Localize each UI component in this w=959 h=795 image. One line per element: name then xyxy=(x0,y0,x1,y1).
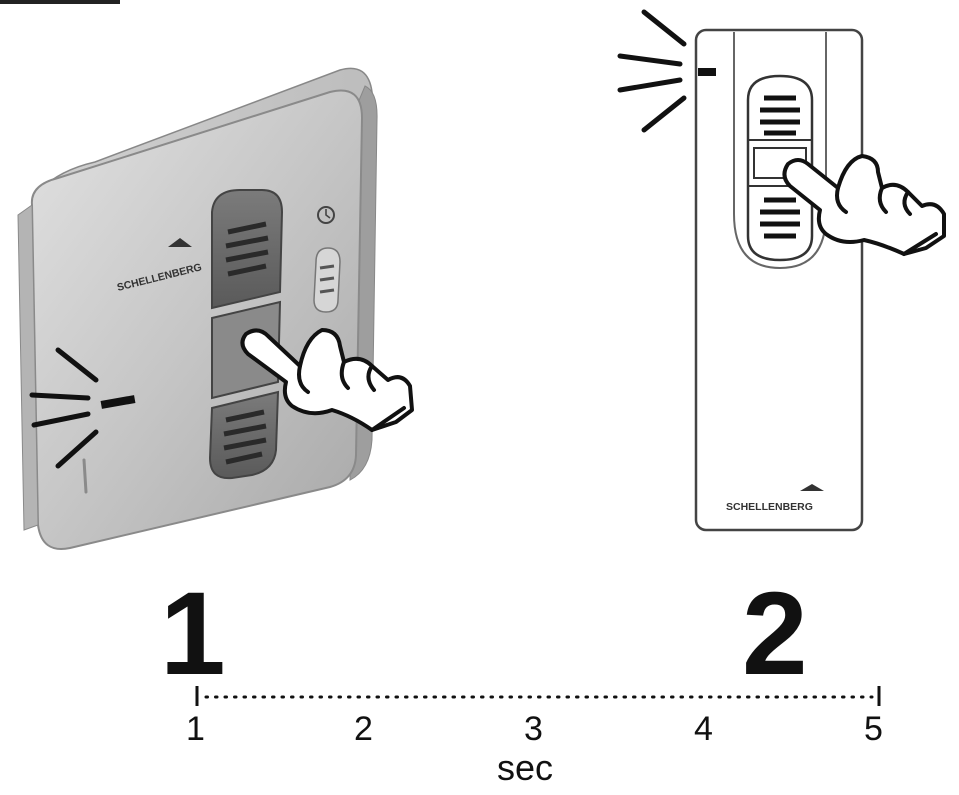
step-number-1: 1 xyxy=(160,568,226,700)
remote-led xyxy=(698,68,716,76)
blink-rays-icon xyxy=(617,9,687,133)
hand-pointer-icon xyxy=(240,328,414,432)
tick-label-1: 1 xyxy=(186,710,205,748)
receiver-led xyxy=(100,395,136,409)
receiver-button-strip xyxy=(208,189,284,480)
timeline xyxy=(195,686,881,706)
tick-label-3: 3 xyxy=(524,710,543,748)
step-number-2: 2 xyxy=(742,568,808,700)
clock-icon xyxy=(317,206,335,224)
hand-pointer-icon xyxy=(782,154,946,256)
receiver-logo-mark xyxy=(168,238,192,247)
receiver-device: SCHELLENBERG xyxy=(17,67,378,550)
blink-rays-icon xyxy=(29,347,99,469)
down-arrow-button-icon xyxy=(223,409,267,465)
tick-label-4: 4 xyxy=(694,710,713,748)
tick-label-5: 5 xyxy=(864,710,883,748)
remote-device: SCHELLENBERG xyxy=(694,28,864,532)
tick-label-2: 2 xyxy=(354,710,373,748)
remote-logo-text: SCHELLENBERG xyxy=(726,501,813,513)
timeline-unit-label: sec xyxy=(497,747,554,788)
up-arrow-button-icon xyxy=(225,221,269,277)
corner-mark xyxy=(0,0,120,4)
up-arrow-button-icon xyxy=(760,95,800,136)
down-arrow-button-icon xyxy=(760,197,800,239)
remote-logo-mark xyxy=(800,484,824,491)
